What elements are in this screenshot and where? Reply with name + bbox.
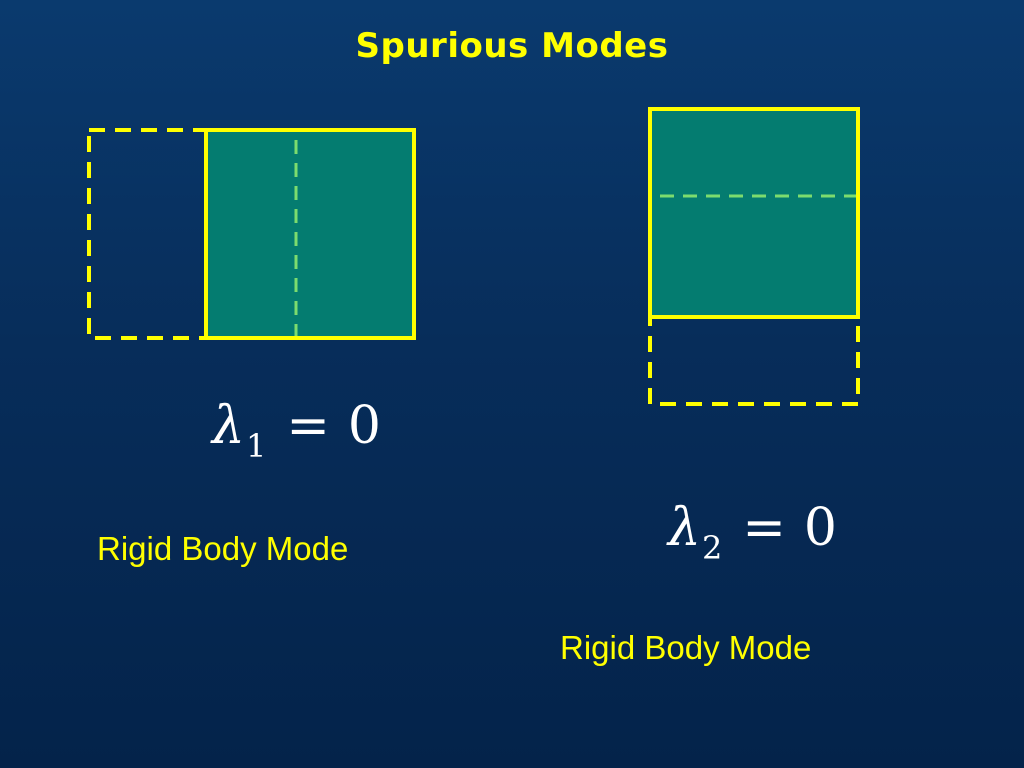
eigenvalue-value: 0 [347, 396, 381, 456]
mode-2-diagram [648, 107, 860, 406]
mode-1-label: Rigid Body Mode [97, 530, 349, 567]
equals-sign: = [742, 498, 786, 558]
eigenvalue-symbol: λ [212, 396, 245, 456]
mode-1-eigenvalue-equation: λ1=0 [212, 400, 381, 462]
eigenvalue-value: 0 [803, 498, 837, 558]
eigenvalue-subscript: 2 [701, 529, 723, 567]
mode-2-label: Rigid Body Mode [560, 629, 812, 666]
mode-1-displaced-element [204, 128, 416, 340]
mode-2-displaced-element [648, 107, 860, 319]
mode-2-eigenvalue-equation: λ2=0 [668, 502, 837, 564]
eigenvalue-symbol: λ [668, 498, 701, 558]
mode-1-diagram [87, 128, 416, 340]
slide-title: Spurious Modes [355, 26, 669, 66]
eigenvalue-subscript: 1 [245, 427, 267, 465]
equals-sign: = [286, 396, 330, 456]
